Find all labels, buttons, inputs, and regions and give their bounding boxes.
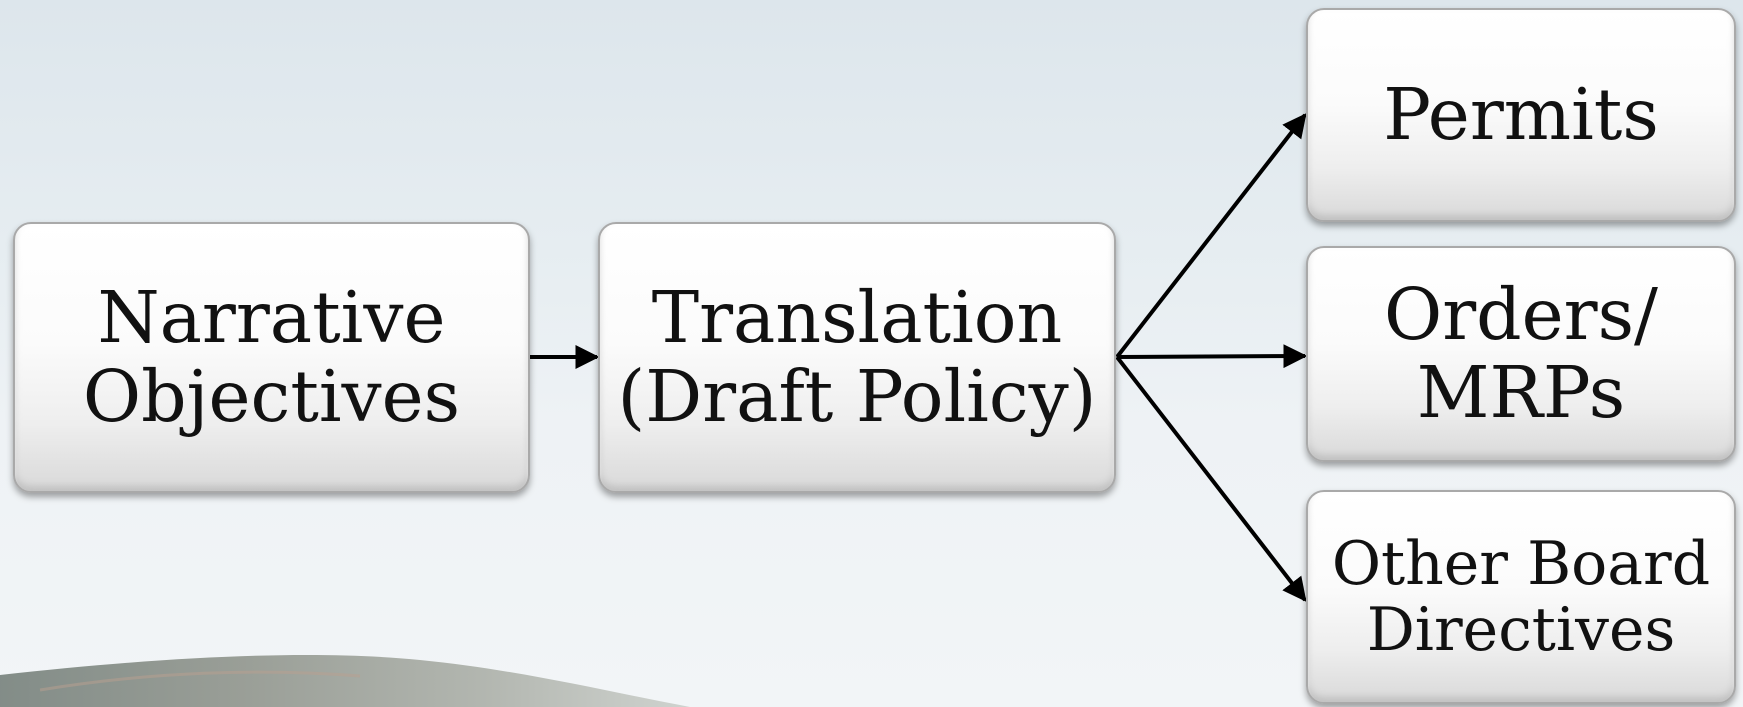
arrow-translation-to-permits <box>1115 113 1307 359</box>
translation-draft-policy-label: Translation (Draft Policy) <box>617 276 1097 438</box>
orders-mrps-box: Orders/ MRPs <box>1306 246 1736 462</box>
arrow-translation-to-other <box>1115 355 1307 602</box>
permits-box: Permits <box>1306 8 1736 222</box>
translation-draft-policy-box: Translation (Draft Policy) <box>598 222 1116 493</box>
landscape-hill-highlight <box>39 670 361 692</box>
landscape-hill <box>0 655 690 707</box>
narrative-objectives-label: Narrative Objectives <box>82 276 461 438</box>
narrative-objectives-box: Narrative Objectives <box>13 222 530 493</box>
orders-mrps-label: Orders/ MRPs <box>1384 272 1658 434</box>
other-board-directives-label: Other Board Directives <box>1331 529 1711 665</box>
other-board-directives-box: Other Board Directives <box>1306 490 1736 704</box>
arrow-translation-to-orders <box>1116 344 1308 369</box>
permits-label: Permits <box>1383 72 1659 156</box>
